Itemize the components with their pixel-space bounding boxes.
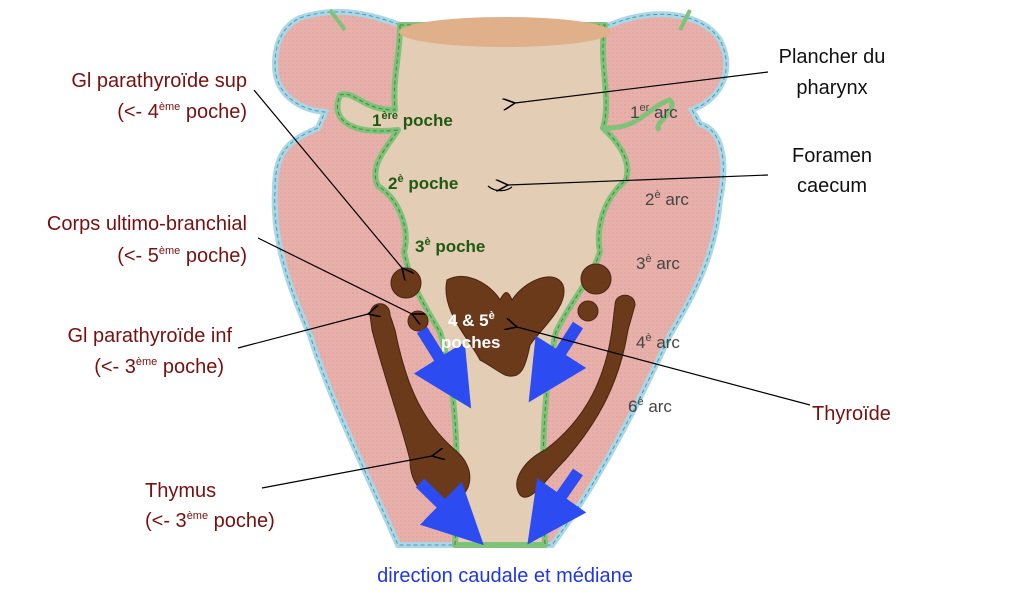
label-plancher: Plancher du pharynx [779,46,886,99]
label-arc-4: 4è arc [636,332,680,352]
leader-lines [237,71,811,489]
label-line: Plancher du [779,46,886,68]
tongue-top [399,17,611,47]
label-origin: (<- 4ème poche) [117,101,247,123]
label-parathyroide-sup: Gl parathyroïde sup (<- 4ème poche) [71,70,247,123]
label-parathyroide-inf: Gl parathyroïde inf (<- 3ème poche) [67,325,232,378]
label-poche-1: 1ère poche [372,110,453,130]
label-foramen: Foramen caecum [792,145,872,197]
label-line: Gl parathyroïde sup [71,70,247,92]
label-origin: (<- 3ème poche) [145,510,275,532]
label-line: pharynx [796,77,867,99]
label-line: Thymus [145,480,216,502]
label-poches-4-5-line2: poches [441,333,501,352]
label-line: Gl parathyroïde inf [67,325,232,347]
label-arc-3: 3è arc [636,253,680,273]
label-arc-2: 2è arc [645,189,689,209]
label-origin: (<- 3ème poche) [94,356,224,378]
migration-arrows [413,321,587,546]
label-ultimo-branchial: Corps ultimo-branchial (<- 5ème poche) [47,213,247,267]
label-arc-1: 1er arc [630,102,678,122]
label-poche-2: 2è poche [388,173,458,193]
arrow-icon [413,326,472,409]
label-origin: (<- 5ème poche) [117,245,247,267]
label-line: Corps ultimo-branchial [47,213,247,235]
label-arc-6: 6è arc [628,396,672,416]
label-thyroide: Thyroïde [812,403,891,425]
label-line: caecum [797,175,867,197]
label-poche-3: 3è poche [415,236,485,256]
label-poches-4-5: 4 & 5è [448,310,495,330]
label-thymus: Thymus (<- 3ème poche) [145,480,275,532]
arrow-icon [527,468,587,545]
arrow-icon [528,321,587,403]
parathyroid-sup-right [580,263,612,295]
arrow-icon [415,478,484,546]
caption-direction: direction caudale et médiane [377,565,633,587]
parathyroid-sup-left [390,267,422,299]
ultimobranchial-right [577,300,599,322]
label-line: Foramen [792,145,872,167]
